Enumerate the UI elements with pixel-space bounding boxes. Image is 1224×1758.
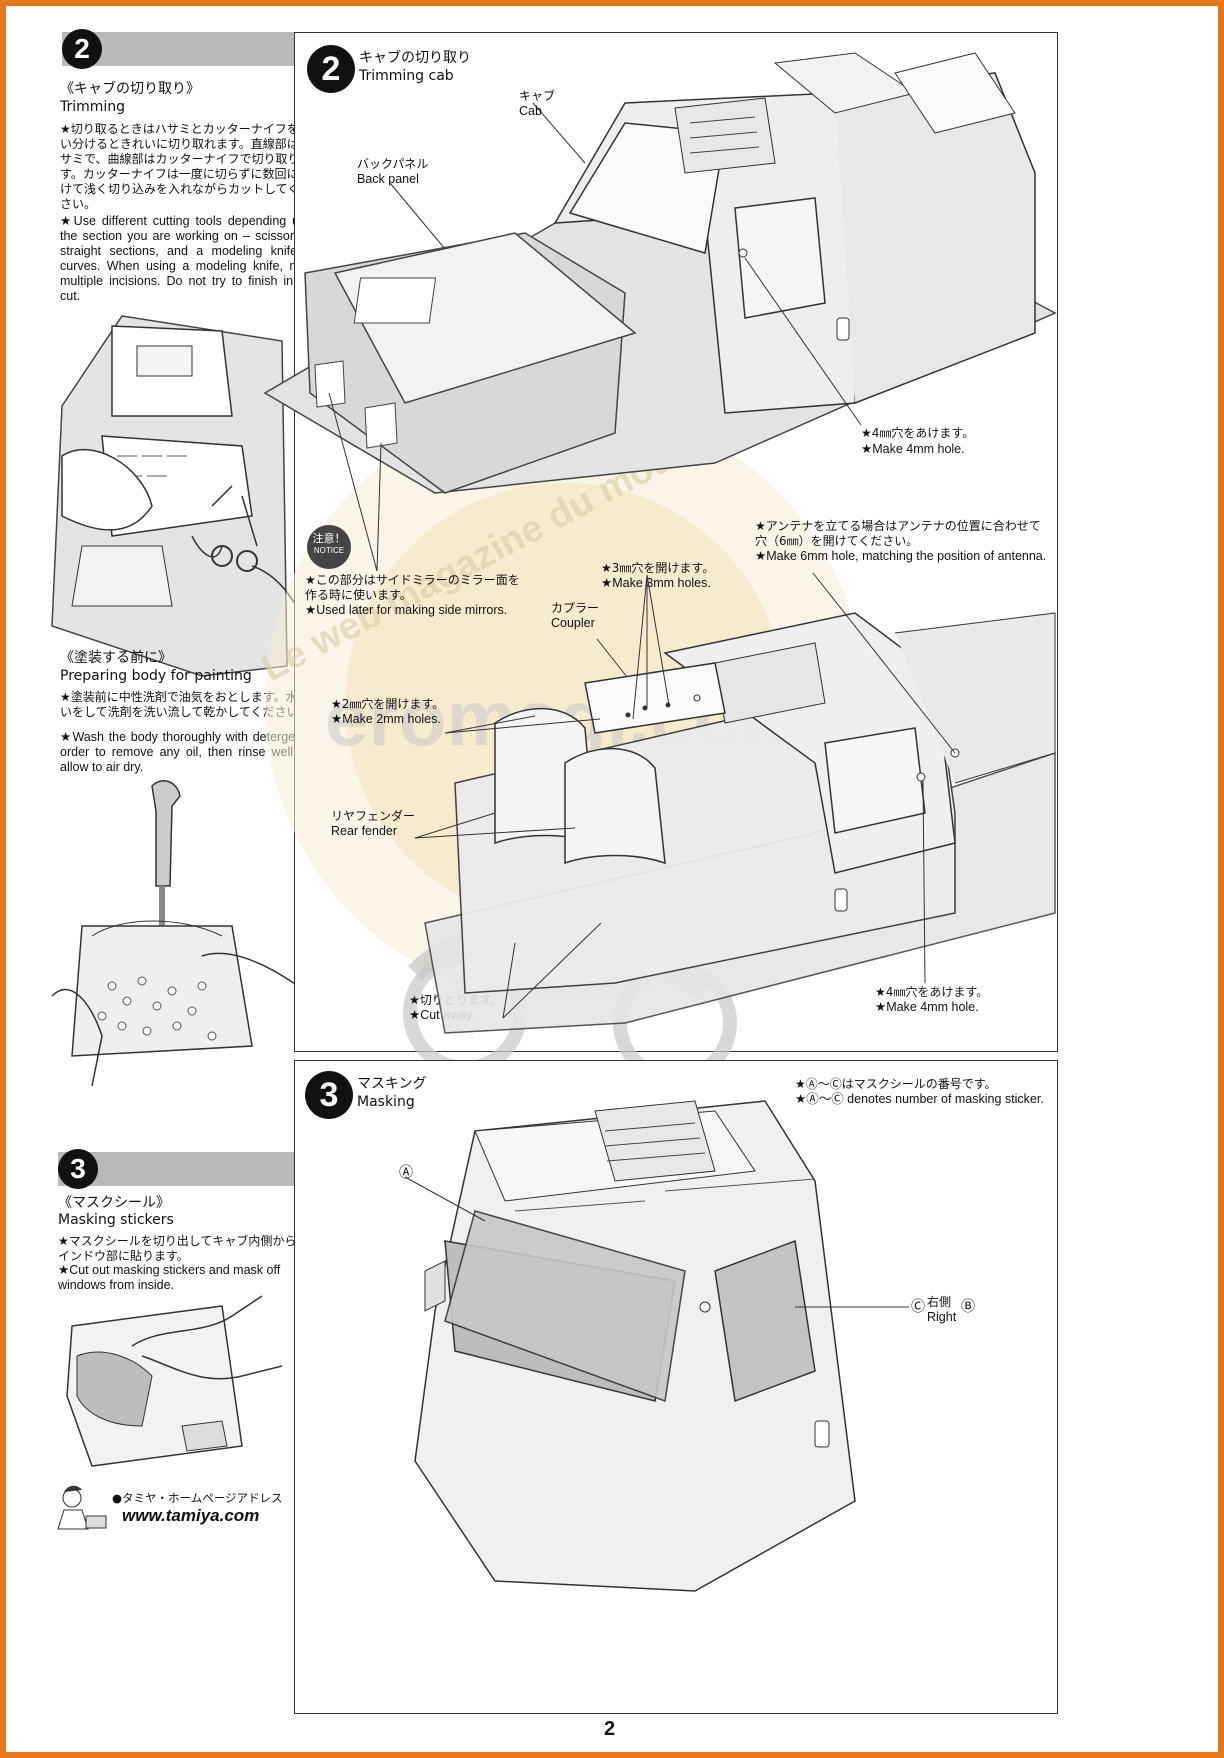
step2-title-en: Trimming <box>60 99 126 115</box>
footer-jp: ●タミヤ・ホームページアドレス <box>112 1491 283 1505</box>
hole4a-label-jp: ★4㎜穴をあけます。 <box>861 426 975 440</box>
fender-label-en: Rear fender <box>331 824 398 838</box>
right-side-label-jp: 右側 <box>927 1295 952 1309</box>
hole2-label-en: ★Make 2mm holes. <box>331 712 441 726</box>
step2-text-jp: ★切り取るときはハサミとカッターナイフを使い分けるときれいに切り取れます。直線部… <box>60 122 312 211</box>
hole3-label-en: ★Make 3mm holes. <box>601 576 711 590</box>
right-side-label-en: Right <box>927 1310 957 1324</box>
trimming-illustration <box>51 315 308 677</box>
masking-illustration <box>66 1295 283 1467</box>
hole3-label-jp: ★3㎜穴を開けます。 <box>601 561 715 575</box>
step3-title-en: Masking stickers <box>58 1212 174 1228</box>
painting-title-en: Preparing body for painting <box>60 668 252 684</box>
masking-note-jp: ★Ⓐ～Ⓒはマスクシールの番号です。 <box>795 1077 997 1091</box>
panel3-title-en: Masking <box>357 1094 415 1110</box>
step2-text-en: ★Use different cutting tools depending u… <box>60 214 320 303</box>
coupler-label-jp: カプラー <box>551 601 600 615</box>
panel2-title-jp: キャブの切り取り <box>359 50 471 66</box>
antenna-note-en: ★Make 6mm hole, matching the position of… <box>755 549 1047 563</box>
hole4b-label-en: ★Make 4mm hole. <box>875 1000 979 1014</box>
step3-title-jp: 《マスクシール》 <box>58 1195 170 1211</box>
step2-title-jp: 《キャブの切り取り》 <box>60 81 200 97</box>
sticker-a-label: Ⓐ <box>399 1164 413 1180</box>
back-panel-label-en: Back panel <box>357 172 419 186</box>
panel3-title-jp: マスキング <box>357 1076 427 1092</box>
step3-text-jp: ★マスクシールを切り出してキャブ内側からウインドウ部に貼ります。 <box>58 1234 309 1263</box>
panel-step3: 3 マスキング Masking ★Ⓐ～Ⓒはマスクシールの番号です。 ★Ⓐ～Ⓒ d… <box>294 1060 1058 1714</box>
step2-number-badge: 2 <box>62 29 102 69</box>
fender-label-jp: リヤフェンダー <box>331 809 416 823</box>
notice-badge-icon: 注意！ NOTICE <box>307 525 351 569</box>
washing-illustration <box>51 780 313 1087</box>
step3-text-en: ★Cut out masking stickers and mask off w… <box>58 1263 281 1292</box>
mirror-note-jp1: ★この部分はサイドミラーのミラー面を <box>305 573 520 587</box>
painting-title-jp: 《塗装する前に》 <box>60 650 172 666</box>
step3-header-bar <box>58 1152 316 1186</box>
panel3-number-badge: 3 <box>305 1071 353 1119</box>
mirror-note-jp2: 作る時に使います。 <box>305 588 412 602</box>
cab-label-jp: キャブ <box>519 89 556 103</box>
painting-text-jp: ★塗装前に中性洗剤で油気をおとします。水洗いをして洗剤を洗い流して乾かしてくださ… <box>60 690 311 719</box>
hole4b-label-jp: ★4㎜穴をあけます。 <box>875 985 989 999</box>
cab-label-en: Cab <box>519 104 542 118</box>
panel-step2: 2 キャブの切り取り Trimming cab Le web magazine … <box>255 32 1058 1085</box>
cab-masking-drawing <box>404 1100 909 1592</box>
mirror-note-en: ★Used later for making side mirrors. <box>305 603 508 617</box>
masking-note-en: ★Ⓐ～Ⓒ denotes number of masking sticker. <box>795 1092 1044 1106</box>
page-number: 2 <box>604 1718 616 1740</box>
notice-badge-jp: 注意！ <box>312 532 346 545</box>
panel2-title-en: Trimming cab <box>359 68 454 84</box>
coupler-label-en: Coupler <box>551 616 595 630</box>
tamiya-mascot-icon <box>57 1485 107 1530</box>
hole4a-label-en: ★Make 4mm hole. <box>861 442 965 456</box>
panel2-number-badge: 2 <box>307 45 355 93</box>
footer-url[interactable]: www.tamiya.com <box>122 1506 260 1525</box>
notice-badge-en: NOTICE <box>313 546 345 555</box>
cab-trimming-drawing <box>263 52 1057 572</box>
cab-fender-drawing <box>414 572 1056 1034</box>
sticker-b-label: Ⓑ <box>961 1298 975 1314</box>
sticker-c-label: Ⓒ <box>911 1298 925 1314</box>
painting-text-en: ★Wash the body thoroughly with detergent… <box>60 730 320 774</box>
step3-number-badge: 3 <box>58 1149 98 1189</box>
antenna-note-jp1: ★アンテナを立てる場合はアンテナの位置に合わせて <box>755 519 1041 533</box>
hole2-label-jp: ★2㎜穴を開けます。 <box>331 697 445 711</box>
step2-header-bar <box>62 32 320 66</box>
back-panel-label-jp: バックパネル <box>357 157 429 171</box>
antenna-note-jp2: 穴（6㎜）を開けてください。 <box>755 534 919 548</box>
